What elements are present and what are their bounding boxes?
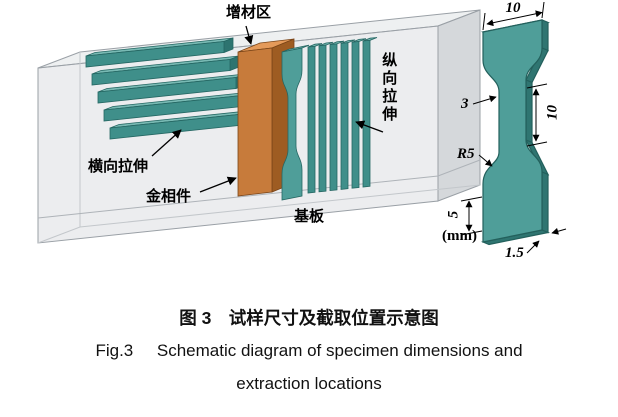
caption-english-line2: extraction locations: [236, 374, 382, 393]
longitudinal-specimen-array: [281, 37, 378, 201]
dim-label-fillet-radius: R5: [457, 146, 475, 162]
dim-arrow-gauge-width: [472, 95, 497, 105]
figure-3: 增材区 纵向拉伸 横向拉伸 金相件 基板 10 3 10 R5 5 (mm) 1…: [37, 0, 567, 261]
substrate-plate-boundary: [37, 159, 481, 219]
label-transverse-tensile: 横向拉伸: [88, 158, 149, 175]
dim-arrow-thickness-right: [551, 227, 567, 235]
label-additive-zone: 增材区: [226, 4, 272, 21]
dim-label-gauge-width: 3: [461, 96, 469, 112]
longitudinal-dogbone-front: [281, 47, 303, 201]
label-longitudinal-tensile: 纵向拉伸: [380, 52, 398, 124]
substrate-hidden-edge-bottom: [37, 184, 481, 244]
caption-chinese: 图 3 试样尺寸及截取位置示意图: [179, 308, 439, 328]
label-metallographic-piece: 金相件: [146, 188, 192, 205]
dim-label-unit: (mm): [442, 228, 477, 244]
dim-label-thickness: 1.5: [505, 245, 524, 261]
dim-label-grip-height: 5: [445, 210, 462, 219]
dogbone-front-face: [482, 19, 543, 243]
label-substrate: 基板: [294, 208, 325, 225]
arrow-metallographic: [199, 176, 237, 193]
substrate-right-face: [437, 9, 481, 202]
dim-ext-grip-bottom: [460, 230, 483, 236]
dim-arrow-thickness-left: [526, 240, 540, 254]
dimension-lines: [460, 1, 567, 254]
dim-ext-gauge-top: [526, 83, 548, 89]
dim-leader-fillet: [478, 154, 493, 167]
dim-ext-gauge-bottom: [526, 141, 548, 147]
figure-caption: 图 3 试样尺寸及截取位置示意图 Fig.3 Schematic diagram…: [0, 302, 618, 400]
metallographic-front-face: [237, 47, 273, 197]
caption-english-line1: Fig.3 Schematic diagram of specimen dime…: [95, 341, 523, 360]
leader-arrows: [151, 25, 384, 193]
arrow-additive-zone: [244, 25, 254, 45]
arrow-longitudinal: [355, 120, 384, 133]
dim-ext-top-left: [482, 12, 486, 31]
dogbone-specimen-drawing: [480, 19, 551, 246]
arrow-transverse: [151, 129, 182, 157]
dim-line-top-width: [486, 10, 543, 27]
dim-label-gauge-length: 10: [544, 105, 561, 120]
transverse-specimen-stack: [85, 37, 258, 140]
dim-ext-top-right: [541, 1, 545, 19]
schematic-svg: [37, 1, 567, 254]
dim-label-top-width: 10: [505, 0, 521, 16]
dim-ext-grip-top: [460, 196, 483, 202]
